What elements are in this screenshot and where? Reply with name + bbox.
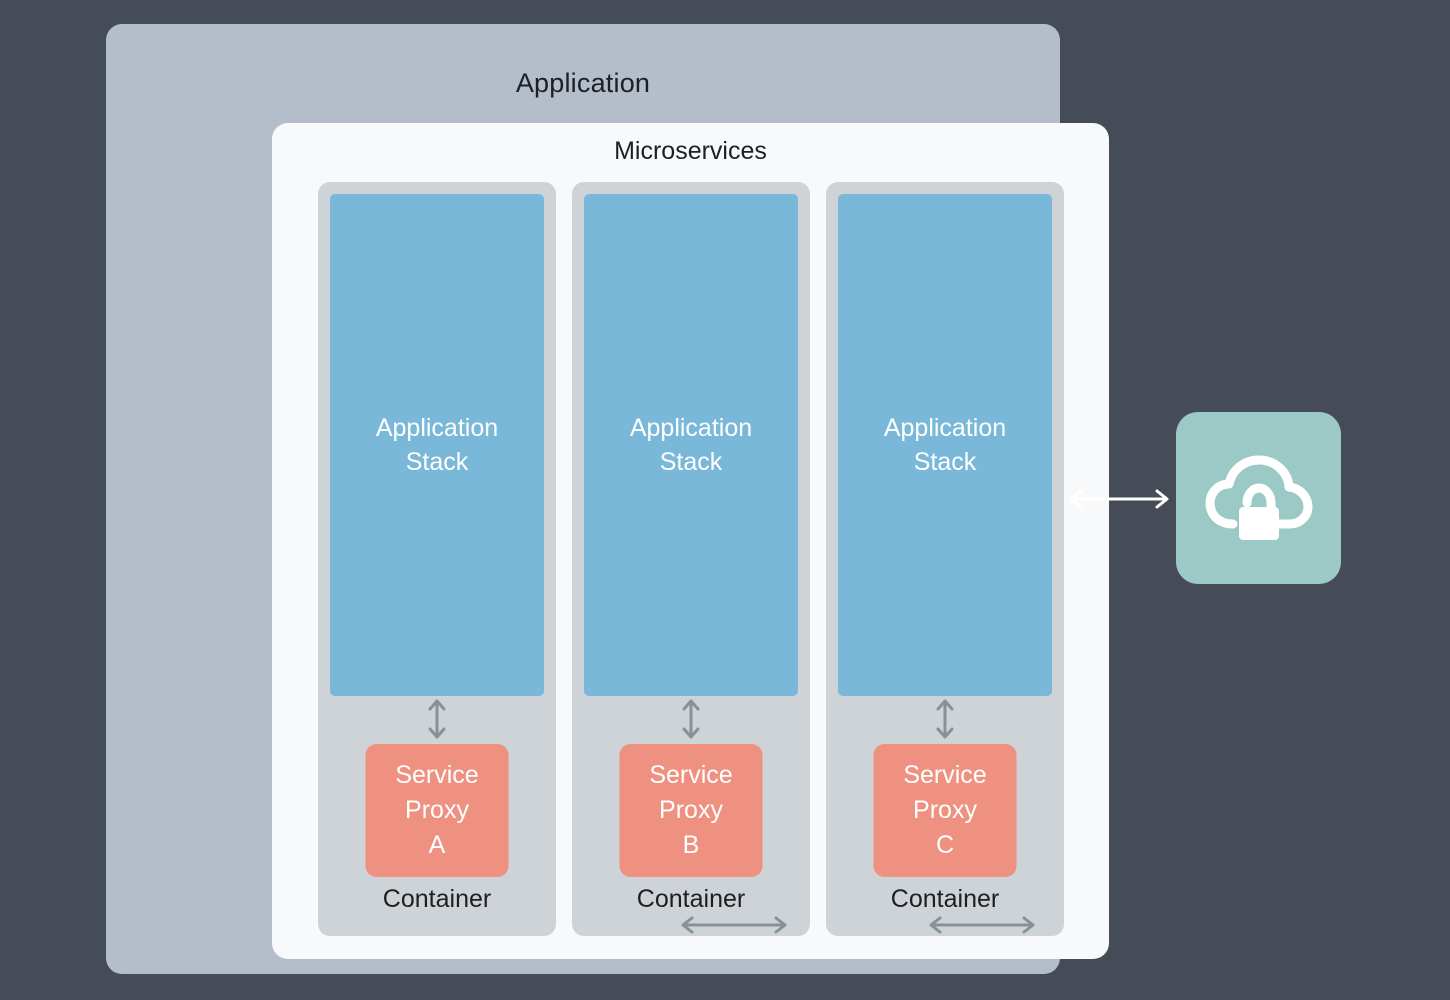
cloud-lock-icon — [1205, 455, 1312, 540]
service-proxy-c-line2: Proxy — [913, 796, 977, 824]
service-proxy-c-line3: C — [935, 831, 955, 859]
stack-to-proxy-arrow-c — [936, 699, 954, 739]
container-card-a[interactable]: Application Stack Service Proxy A — [318, 182, 556, 936]
container-label-b: Container — [636, 885, 746, 913]
cloud-security-tile[interactable] — [1176, 412, 1341, 584]
service-proxy-b-line1: Service — [649, 761, 733, 789]
application-stack-a-line2: Stack — [405, 448, 469, 476]
microservices-panel: Microservices Application Stack — [272, 123, 1109, 959]
application-stack-a: Application Stack — [330, 194, 544, 696]
application-title: Application — [515, 68, 651, 98]
service-proxy-a-line1: Service — [395, 761, 479, 789]
service-proxy-b-line3: B — [682, 831, 700, 859]
service-proxy-c[interactable]: Service Proxy C — [873, 744, 1017, 877]
service-proxy-a[interactable]: Service Proxy A — [365, 744, 509, 877]
container-card-c[interactable]: Application Stack Service Proxy C — [826, 182, 1064, 936]
application-stack-a-line1: Application — [375, 414, 499, 442]
container-card-b[interactable]: Application Stack Service Proxy B — [572, 182, 810, 936]
application-stack-b: Application Stack — [584, 194, 798, 696]
proxy-b-to-proxy-c-arrow — [929, 916, 1035, 934]
service-proxy-c-line1: Service — [903, 761, 987, 789]
service-proxy-a-line2: Proxy — [405, 796, 469, 824]
microservices-title: Microservices — [614, 137, 767, 165]
stack-to-proxy-arrow-a — [428, 699, 446, 739]
application-stack-b-line2: Stack — [659, 448, 723, 476]
application-stack-c-line1: Application — [883, 414, 1007, 442]
application-stack-c-line2: Stack — [913, 448, 977, 476]
application-stack-b-line1: Application — [629, 414, 753, 442]
service-proxy-b-line2: Proxy — [659, 796, 723, 824]
application-to-cloud-arrow — [1069, 489, 1169, 509]
application-stack-c: Application Stack — [838, 194, 1052, 696]
containers-row: Application Stack Service Proxy A — [318, 182, 1064, 936]
container-label-a: Container — [382, 885, 492, 913]
application-panel: Application Microservices Application St… — [106, 24, 1109, 974]
service-proxy-b[interactable]: Service Proxy B — [619, 744, 763, 877]
stack-to-proxy-arrow-b — [682, 699, 700, 739]
container-label-c: Container — [890, 885, 1000, 913]
proxy-a-to-proxy-b-arrow — [681, 916, 787, 934]
service-proxy-a-line3: A — [428, 831, 446, 859]
